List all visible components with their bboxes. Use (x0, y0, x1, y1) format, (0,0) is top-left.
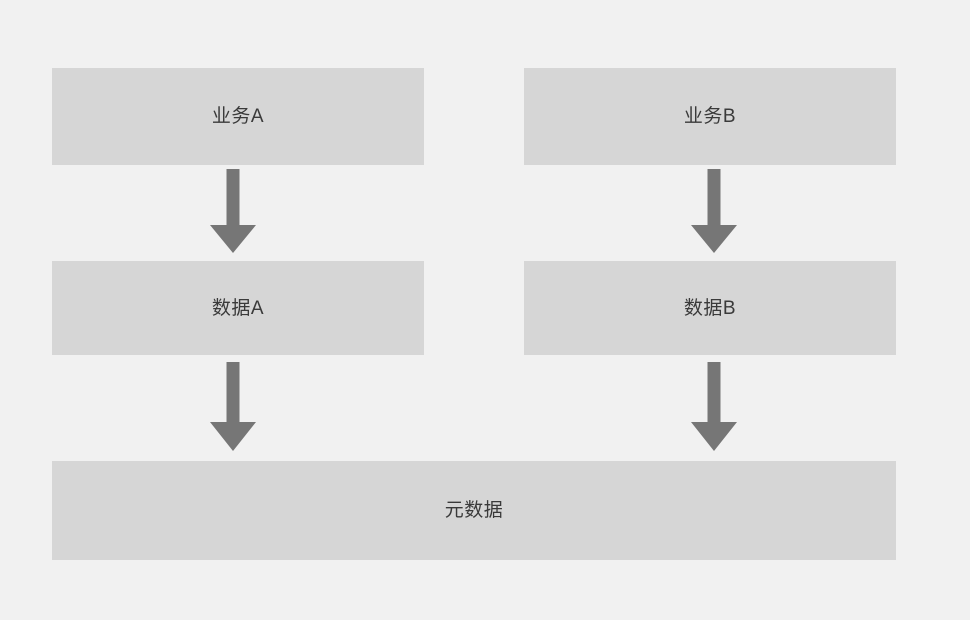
down-arrow-icon (691, 169, 737, 253)
node-business-a[interactable]: 业务A (52, 68, 424, 165)
node-label: 数据A (211, 297, 265, 319)
down-arrow-icon (691, 362, 737, 451)
node-label: 业务A (211, 106, 265, 127)
node-label: 元数据 (444, 500, 504, 521)
node-data-b[interactable]: 数据B (524, 261, 896, 355)
node-business-b[interactable]: 业务B (524, 68, 896, 165)
down-arrow-icon (210, 169, 256, 253)
node-label: 业务B (683, 106, 737, 127)
node-metadata[interactable]: 元数据 (52, 461, 896, 560)
node-label: 数据B (683, 297, 737, 319)
node-data-a[interactable]: 数据A (52, 261, 424, 355)
down-arrow-icon (210, 362, 256, 451)
